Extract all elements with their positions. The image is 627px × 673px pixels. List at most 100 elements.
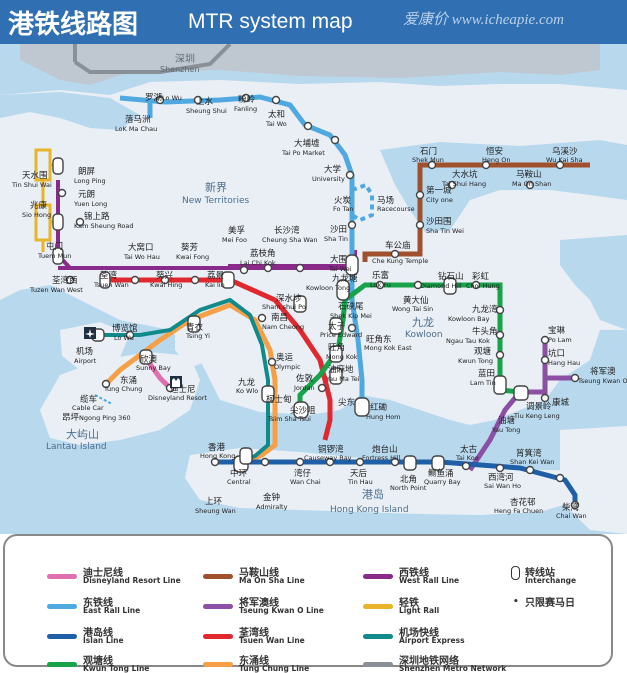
label-lok-fu-en: Lok Fu xyxy=(370,281,391,289)
label-ma-on-shan-en: Ma On Shan xyxy=(512,180,551,188)
label-tai-wai-en: Tai Wei xyxy=(328,265,352,273)
label-lohas-park-cn: 康城 xyxy=(552,397,570,408)
label-tsuen-wan-west-en: Tuzen Wan West xyxy=(29,286,83,294)
legend-airport-express-cn: 机场快线 xyxy=(399,628,439,639)
label-wu-kai-sha-en: Wu Kai Sha xyxy=(546,156,583,164)
shenzhen-bay-water xyxy=(0,92,140,130)
legend-island-swatch xyxy=(47,634,77,639)
label-jordan-en: Jordan xyxy=(293,384,315,392)
label-racecourse-en: Racecourse xyxy=(377,205,415,213)
label-tin-hau-cn: 天后 xyxy=(350,468,368,479)
label-kam-sheung-road-en: Kam Sheung Road xyxy=(74,222,134,230)
label-kam-sheung-road-cn: 锦上路 xyxy=(84,211,110,222)
legend-island-en: Islan Line xyxy=(83,636,124,645)
region-hki-en: Hong Kong Island xyxy=(330,505,409,515)
label-heng-fa-chuen-cn: 杏花邨 xyxy=(510,497,536,508)
label-tai-wo-cn: 太和 xyxy=(268,109,285,120)
region-lantau-cn: 大屿山 xyxy=(66,427,99,441)
mtr-map: 深圳 Shenzhen 新界 New Territories 九龙 Kowloo… xyxy=(0,44,627,534)
label-sheung-shui-cn: 上水 xyxy=(196,96,214,107)
station-labels: 罗湖Lo Wu 落马洲 LoK Ma Chau 上水 Sheung Shui 粉… xyxy=(11,93,627,520)
legend-light-rail-swatch xyxy=(363,604,393,609)
label-chai-wan-cn: 柴湾 xyxy=(562,502,580,513)
label-tai-wo-en: Tai Wo xyxy=(265,120,287,128)
label-austin-cn: 柯士甸 xyxy=(266,394,292,405)
label-airport-cn: 机场 xyxy=(76,346,93,357)
hk-island-land xyxy=(185,448,600,515)
region-kowloon-cn: 九龙 xyxy=(412,316,434,329)
label-sha-tin-wai-en: Sha Tin Wei xyxy=(426,227,464,235)
label-mong-kok-east-cn: 旺角东 xyxy=(366,334,392,345)
label-shek-kip-mei-en: Shek Kip Mei xyxy=(330,312,372,320)
legend-race-days-cn: 只限赛马日 xyxy=(525,598,575,609)
label-fortress-hill-cn: 炮台山 xyxy=(372,444,398,455)
label-long-ping-cn: 朗屏 xyxy=(78,166,96,177)
label-lam-tin-en: Lam Tin xyxy=(470,379,496,387)
legend-shenzhen-metro-en: Shenzhen Metro Network xyxy=(399,664,507,673)
china-land xyxy=(20,44,600,85)
label-tsim-sha-tsui-cn: 尖沙咀 xyxy=(290,405,316,416)
label-cable-car-en: Cable Car xyxy=(72,404,104,412)
label-causeway-bay-cn: 铜锣湾 xyxy=(318,444,344,455)
label-yuen-long-en: Yuen Long xyxy=(73,200,107,208)
label-yuen-long-cn: 元朗 xyxy=(78,189,95,200)
label-tuen-mun-en: Tuem Mun xyxy=(37,252,71,260)
label-admiralty-cn: 金钟 xyxy=(263,492,280,503)
label-yau-ma-tei-en: Yau Ma Tei xyxy=(325,375,360,383)
label-kwun-tong-cn: 观塘 xyxy=(474,346,492,357)
legend-tsuen-wan-en: Tsuen Wan Line xyxy=(239,636,305,645)
label-sunny-bay-cn: 欣澳 xyxy=(140,354,158,365)
label-tai-wo-hau-cn: 大窝口 xyxy=(128,242,154,253)
label-fanling-en: Fanling xyxy=(234,105,257,113)
legend-tung-chung-cn: 东涌线 xyxy=(239,656,269,667)
label-ngau-tau-kok-en: Ngau Tau Kok xyxy=(446,337,490,345)
cable-car-route xyxy=(94,394,113,405)
racecourse-spur xyxy=(350,182,374,223)
label-lam-tin-cn: 蓝田 xyxy=(478,368,495,379)
title-chinese: 港铁线路图 xyxy=(8,10,139,40)
label-tsuen-wan-west-cn: 荃湾西 xyxy=(52,275,78,286)
label-nam-cheong-en: Nam Cheong xyxy=(262,323,304,331)
label-choi-hung-cn: 彩虹 xyxy=(472,271,490,282)
disneyland-castle-icon xyxy=(170,376,182,388)
label-sheung-wan-cn: 上环 xyxy=(205,497,223,507)
legend-disneyland-swatch xyxy=(47,574,77,579)
label-tsuen-wan-en: Tsuen Wan xyxy=(93,281,129,289)
shenzhen-metro-route xyxy=(73,44,232,74)
label-po-lam-cn: 宝琳 xyxy=(548,325,566,336)
legend-tsuen-wan-swatch xyxy=(203,634,233,639)
legend-tung-chung-en: Tung Chung Line xyxy=(239,664,310,673)
label-tai-koo-cn: 太古 xyxy=(460,444,478,455)
tsuen-wan-line-route xyxy=(100,277,333,441)
legend-airport-express-swatch xyxy=(363,634,393,639)
label-wan-chai-cn: 湾仔 xyxy=(294,468,312,479)
label-lok-fu-cn: 乐富 xyxy=(372,270,389,281)
airport-plane-icon xyxy=(84,327,96,339)
label-kwai-hing-en: Kwai Hing xyxy=(150,281,182,289)
label-racecourse-cn: 马场 xyxy=(377,196,394,206)
label-city-one-cn: 第一城 xyxy=(426,185,452,196)
label-shek-mun-cn: 石门 xyxy=(420,146,437,157)
label-ngau-tau-kok-cn: 牛头角 xyxy=(472,326,498,337)
label-shau-kei-wan-cn: 筲箕湾 xyxy=(516,448,542,459)
label-po-lam-en: Po Lam xyxy=(548,336,572,344)
legend-west-rail-swatch xyxy=(363,574,393,579)
legend-kwun-tong-cn: 观塘线 xyxy=(83,656,113,667)
legend-panel: 迪士尼线 Disneyland Resort Line 马鞍山线 Ma On S… xyxy=(3,534,613,673)
label-mei-foo-en: Mei Foo xyxy=(222,236,247,244)
label-hang-hau-en: Hang Hau xyxy=(548,359,580,367)
label-tseung-kwan-o-cn: 将军澳 xyxy=(590,366,616,377)
label-tst-east-cn: 尖东 xyxy=(338,397,355,408)
label-prince-edward-cn: 太子 xyxy=(328,321,346,332)
label-choi-hung-en: Choi Hung xyxy=(466,282,500,290)
label-hang-hau-cn: 坑口 xyxy=(548,348,565,359)
label-kwun-tong-en: Kwun Tong xyxy=(458,357,493,365)
label-tsing-yi-en: Tsing Yi xyxy=(185,332,210,340)
label-olympic-cn: 奥运 xyxy=(276,352,294,363)
label-cheung-sha-wan-en: Cheung Sha Wan xyxy=(262,236,318,244)
label-che-kung-temple-cn: 车公庙 xyxy=(385,240,411,251)
legend-kwun-tong-swatch xyxy=(47,662,77,667)
label-mong-kok-east-en: Mong Kok East xyxy=(364,344,412,352)
label-tin-shui-wai-cn: 天水围 xyxy=(22,170,48,181)
region-shenzhen-cn: 深圳 xyxy=(175,53,195,65)
